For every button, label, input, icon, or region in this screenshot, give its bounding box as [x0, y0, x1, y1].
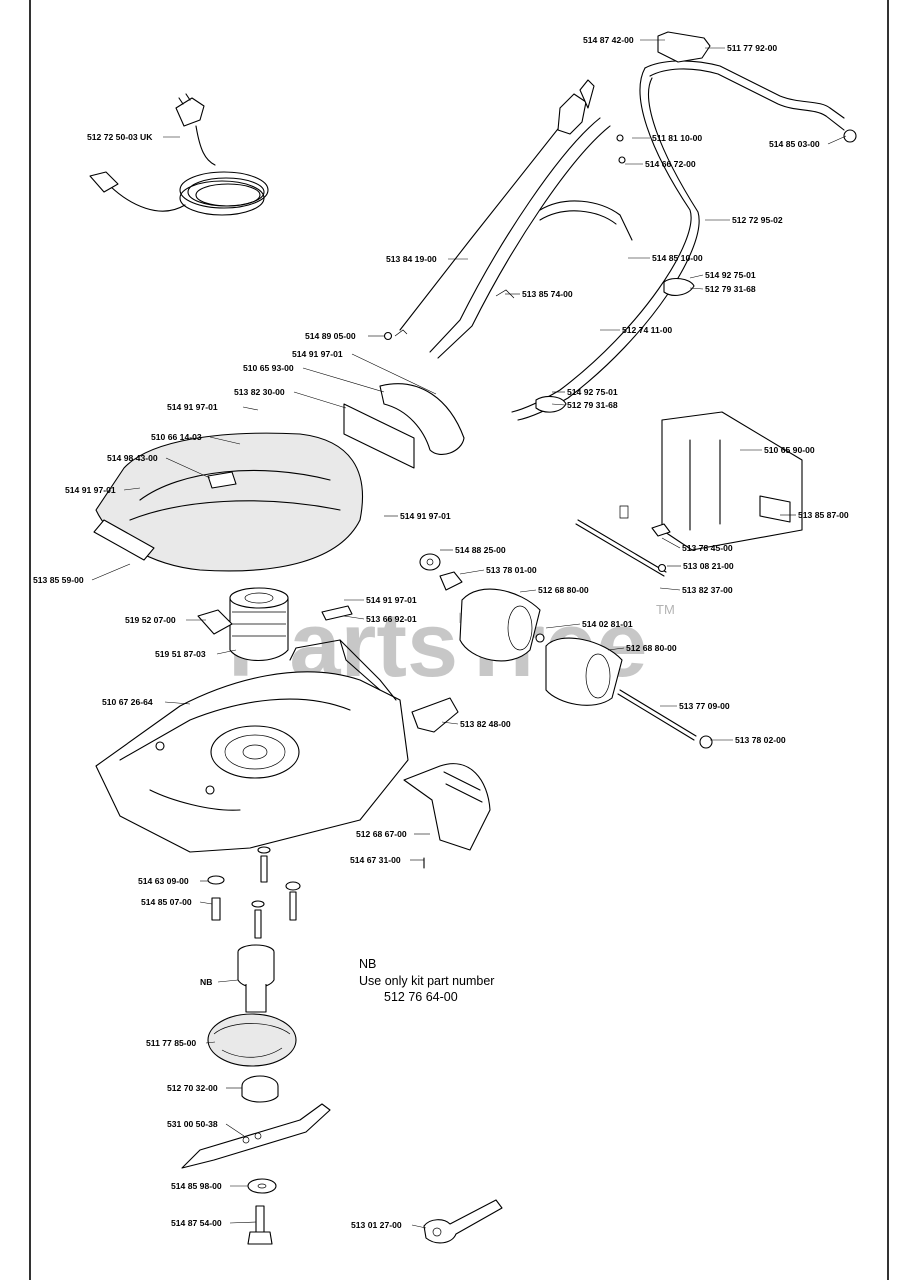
part-label: 514 88 25-00 [455, 545, 506, 555]
part-label: 510 65 93-00 [243, 363, 294, 373]
part-label: 514 92 75-01 [567, 387, 618, 397]
part-label: 513 85 59-00 [33, 575, 84, 585]
part-label: 512 68 80-00 [538, 585, 589, 595]
motor-drawing [197, 587, 353, 661]
part-label: 514 87 42-00 [583, 35, 634, 45]
part-label: 511 81 10-00 [652, 133, 702, 143]
part-label: 514 85 03-00 [769, 139, 820, 149]
part-label: 513 78 45-00 [682, 543, 733, 553]
part-label: 514 91 97-01 [292, 349, 343, 359]
page-frame [29, 0, 889, 1280]
part-label: 512 68 67-00 [356, 829, 407, 839]
upper-handle-drawing [511, 31, 857, 421]
deck-side-parts-drawing [403, 697, 491, 869]
part-label: 512 79 31-68 [567, 400, 618, 410]
part-label: 512 72 95-02 [732, 215, 783, 225]
part-label: 512 72 50-03 UK [87, 132, 153, 142]
part-label: 514 92 75-01 [705, 270, 756, 280]
part-label: 513 82 48-00 [460, 719, 511, 729]
catcher-lid-drawing [93, 383, 465, 572]
part-label: 514 02 81-01 [582, 619, 633, 629]
note-kit-number: 512 76 64-00 [384, 990, 458, 1004]
part-label: 511 77 92-00 [727, 43, 777, 53]
note-heading: NB [359, 957, 376, 971]
leader-lines [91, 39, 847, 1229]
part-label: 510 65 90-00 [764, 445, 815, 455]
part-label: 514 98 43-00 [107, 453, 158, 463]
rollers-drawing [419, 553, 713, 749]
part-label: 514 91 97-01 [400, 511, 451, 521]
part-label: 513 85 87-00 [798, 510, 849, 520]
part-label: 514 85 98-00 [171, 1181, 222, 1191]
part-label: 514 85 07-00 [141, 897, 192, 907]
part-label: 513 78 02-00 [735, 735, 786, 745]
part-label: NB [200, 977, 212, 987]
part-label: 510 66 14-03 [151, 432, 202, 442]
part-label: 513 85 74-00 [522, 289, 573, 299]
part-label: 513 66 92-01 [366, 614, 417, 624]
power-cable-drawing [89, 93, 269, 216]
part-label: 514 89 05-00 [305, 331, 356, 341]
watermark-trademark: TM [656, 602, 675, 617]
part-label: 512 79 31-68 [705, 284, 756, 294]
part-label: 512 68 80-00 [626, 643, 677, 653]
part-label: 514 91 97-01 [65, 485, 116, 495]
part-label: 511 77 85-00 [146, 1038, 196, 1048]
part-label: 513 77 09-00 [679, 701, 730, 711]
part-label: 519 52 07-00 [125, 615, 176, 625]
part-label: 514 91 97-01 [366, 595, 417, 605]
spanner-tool-drawing [423, 1199, 503, 1244]
kit-note: NB Use only kit part number 512 76 64-00 [359, 957, 494, 1004]
rear-panel-drawing [575, 411, 803, 577]
note-text: Use only kit part number [359, 974, 494, 988]
handle-knobs-drawing [495, 134, 695, 413]
part-label: 514 66 72-00 [645, 159, 696, 169]
part-label: 514 63 09-00 [138, 876, 189, 886]
part-label: 514 85 10-00 [652, 253, 703, 263]
part-label: 512 70 32-00 [167, 1083, 218, 1093]
part-label: 531 00 50-38 [167, 1119, 218, 1129]
part-label: 513 01 27-00 [351, 1220, 402, 1230]
mower-deck-drawing [95, 639, 409, 853]
part-label: 513 08 21-00 [683, 561, 734, 571]
part-label: 513 78 01-00 [486, 565, 537, 575]
part-label: 513 82 37-00 [682, 585, 733, 595]
part-label: 510 67 26-64 [102, 697, 153, 707]
blade-assembly-drawing [181, 944, 331, 1245]
part-label: 514 87 54-00 [171, 1218, 222, 1228]
part-label: 514 91 97-01 [167, 402, 218, 412]
part-label: 519 51 87-03 [155, 649, 206, 659]
deck-fasteners-drawing [207, 846, 301, 939]
part-label: 514 67 31-00 [350, 855, 401, 865]
part-labels: 514 87 42-00 511 77 92-00 514 85 03-00 5… [33, 35, 849, 1230]
part-label: 513 82 30-00 [234, 387, 285, 397]
lower-handle-drawing [383, 79, 611, 359]
part-label: 513 84 19-00 [386, 254, 437, 264]
part-label: 512 74 11-00 [622, 325, 672, 335]
